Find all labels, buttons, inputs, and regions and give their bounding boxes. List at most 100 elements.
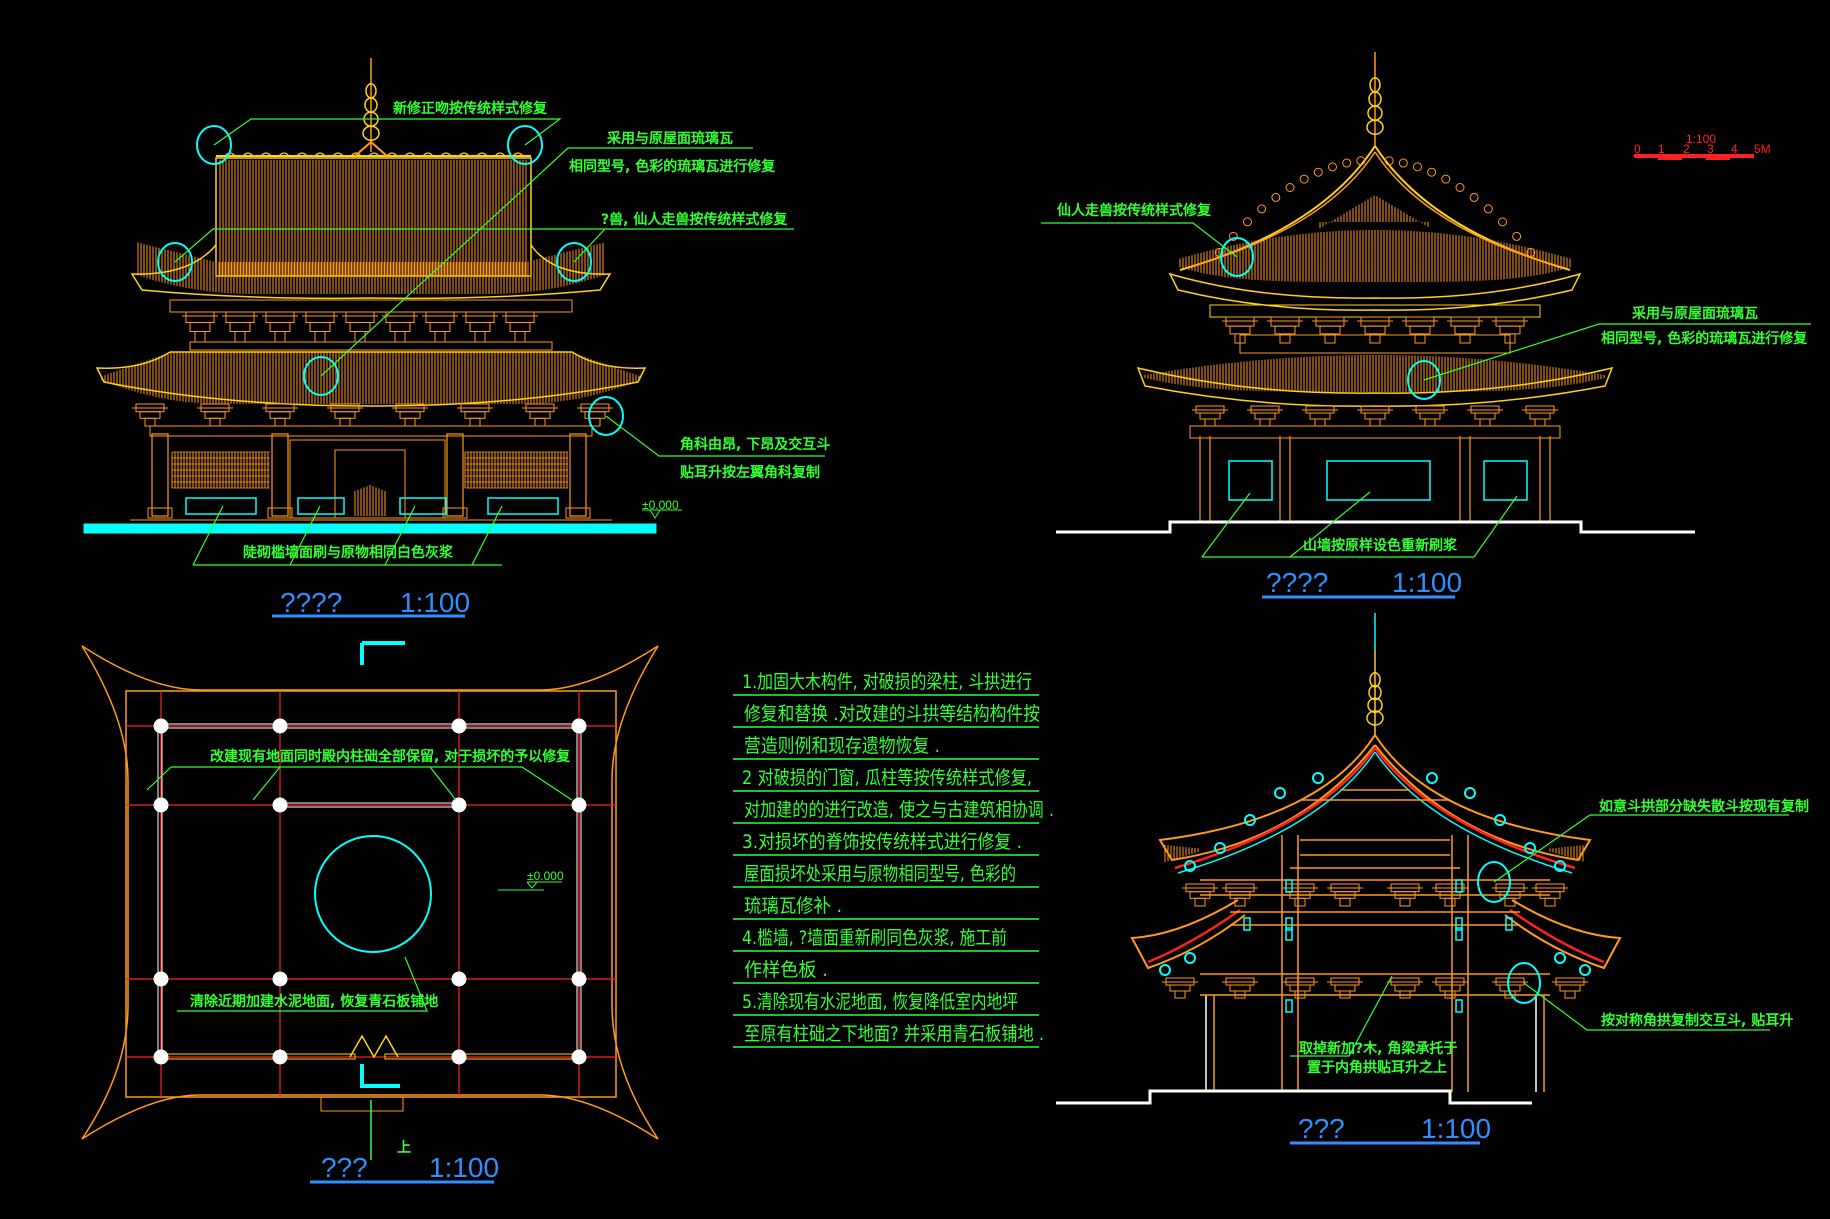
column <box>451 1049 467 1065</box>
note-line: 屋面损坏处采用与原物相同型号, 色彩的 <box>744 863 1016 885</box>
scale-bar-tick-3: 3 <box>1707 142 1714 156</box>
note-line: 5.清除现有水泥地面, 恢复降低室内地坪 <box>742 991 1018 1013</box>
column <box>451 718 467 734</box>
purlin-section <box>1159 964 1171 976</box>
tenon-mark <box>1285 879 1293 893</box>
ridge-ornament <box>1342 158 1352 168</box>
front-annotation-corner-bracket: 角科由昂, 下昂及交互斗 <box>680 436 830 453</box>
purlin-section <box>1184 952 1196 964</box>
gable-wall-panel <box>1228 460 1273 501</box>
lower-bracket-set <box>1174 990 1186 999</box>
leader-line <box>1523 982 1770 1031</box>
column-base <box>147 507 173 519</box>
ridge-tile <box>332 152 344 157</box>
ridge-ornament <box>1257 204 1267 214</box>
column <box>153 1049 169 1065</box>
section-mark-bottom <box>360 1064 400 1088</box>
highlight-circle <box>303 356 339 396</box>
upper-rafter-right <box>1373 747 1576 870</box>
section-annotation-corner-beam-2: 置于内角拱贴耳升之上 <box>1307 1059 1447 1076</box>
sill-wall-panel <box>297 497 345 515</box>
side-elevation-title: ???? <box>1266 567 1328 598</box>
ridge-tile <box>278 152 290 157</box>
elevation-symbol <box>642 509 682 519</box>
front-annotation-ridge-ornament: 新修正吻按传统样式修复 <box>393 100 548 117</box>
purlin-section <box>1312 772 1324 784</box>
lower-eave-outline <box>1136 366 1614 407</box>
leader-line <box>146 766 573 801</box>
highlight-circle <box>556 242 592 282</box>
note-line: 修复和替换 .对改建的斗拱等结构构件按 <box>744 703 1040 725</box>
column <box>571 1049 587 1065</box>
tenon-mark <box>1285 999 1293 1013</box>
spire-finial <box>1368 684 1382 701</box>
floor-plan-geometry <box>81 641 659 1184</box>
front-elevation-title: ???? <box>280 587 342 618</box>
front-annotation-glazed-tile-2: 相同型号, 色彩的琉璃瓦进行修复 <box>569 158 776 175</box>
ridge-ornament <box>1498 217 1507 227</box>
lower-bracket-set <box>1234 990 1246 999</box>
upper-bracket-set <box>1504 897 1516 907</box>
sill-wall-panel <box>487 497 559 515</box>
scale-bar-segment <box>1658 157 1682 160</box>
purlin-section <box>1524 842 1536 854</box>
front-elevation-mark: ±0.000 <box>642 498 679 512</box>
note-line: 至原有柱础之下地面? 并采用青石板铺地 . <box>744 1023 1044 1045</box>
tenon-mark <box>1455 927 1463 941</box>
column <box>153 797 169 813</box>
ridge-ornament <box>1469 192 1479 202</box>
general-notes: 1.加固大木构件, 对破损的梁柱, 斗拱进行 修复和替换 .对改建的斗拱等结构构… <box>733 671 1054 1048</box>
front-annotation-sill-wall: 陡砌槛墙面刷与原物相同白色灰浆 <box>243 544 454 561</box>
ridge-tile <box>440 152 452 157</box>
purlin-section <box>1494 814 1506 826</box>
leader-line <box>192 505 503 566</box>
ridge-ornament <box>1243 217 1252 227</box>
scale-bar: 1:100 0 1 2 3 4 5M <box>1634 132 1771 160</box>
side-elevation: 仙人走兽按传统样式修复 采用与原屋面琉璃瓦 相同型号, 色彩的琉璃瓦进行修复 山… <box>1041 52 1811 599</box>
ridge-tile <box>242 152 254 157</box>
purlin-section <box>1464 787 1476 799</box>
upper-base-beam <box>189 341 553 351</box>
highlight-circle <box>1477 861 1511 903</box>
upper-bracket-set <box>1339 897 1351 907</box>
central-door <box>334 449 406 519</box>
cross-section: 如意斗拱部分缺失散斗按现有复制 按对称角拱复制交互斗, 贴耳升 取掉新加?木, … <box>1056 613 1809 1145</box>
front-annotation-ridge-beasts: ?兽, 仙人走兽按传统样式修复 <box>601 211 788 228</box>
plan-scale: 1:100 <box>429 1152 499 1183</box>
column-base <box>565 507 591 519</box>
leader-line <box>213 118 562 146</box>
upper-bracket-set <box>1194 897 1206 907</box>
architrave <box>149 425 593 437</box>
highlight-circle <box>157 242 193 282</box>
upper-bracket-set <box>1369 333 1381 344</box>
highlight-circle <box>1220 237 1254 277</box>
tenon-mark <box>1285 927 1293 941</box>
lower-bracket-set <box>1564 990 1576 999</box>
ridge-ornament <box>1512 231 1522 241</box>
side-annotation-glazed-tile-2: 相同型号, 色彩的琉璃瓦进行修复 <box>1601 330 1808 347</box>
side-annotation-glazed-tile: 采用与原屋面琉璃瓦 <box>1631 305 1758 322</box>
floor-plan: 改建现有地面同时殿内柱础全部保留, 对于损坏的予以修复 清除近期加建水泥地面, … <box>81 641 659 1184</box>
ridge-tile <box>458 152 470 157</box>
column <box>272 718 288 734</box>
purlin-section <box>1184 860 1196 872</box>
gable-wall-panel <box>1326 460 1431 501</box>
ridge-ornament <box>1313 167 1323 177</box>
front-step <box>320 1096 404 1112</box>
front-annotation-glazed-tile: 采用与原屋面琉璃瓦 <box>606 130 733 147</box>
section-mark-top <box>360 641 405 665</box>
column <box>571 971 587 987</box>
leader-line <box>605 415 825 457</box>
ridge-tile <box>404 152 416 157</box>
note-line: 3.对损坏的脊饰按传统样式进行修复 . <box>742 831 1022 853</box>
upper-beam <box>1239 334 1511 354</box>
column <box>569 433 587 517</box>
upper-roof-right <box>1374 734 1592 862</box>
plan-title: ??? <box>321 1152 368 1183</box>
plan-annotation-column-bases: 改建现有地面同时殿内柱础全部保留, 对于损坏的予以修复 <box>210 748 571 765</box>
scale-bar-title: 1:100 <box>1686 132 1716 146</box>
ridge-ornament <box>1356 156 1366 166</box>
column <box>272 797 288 813</box>
lower-bracket-set <box>1399 990 1411 999</box>
lower-bracket-set <box>1294 990 1306 999</box>
